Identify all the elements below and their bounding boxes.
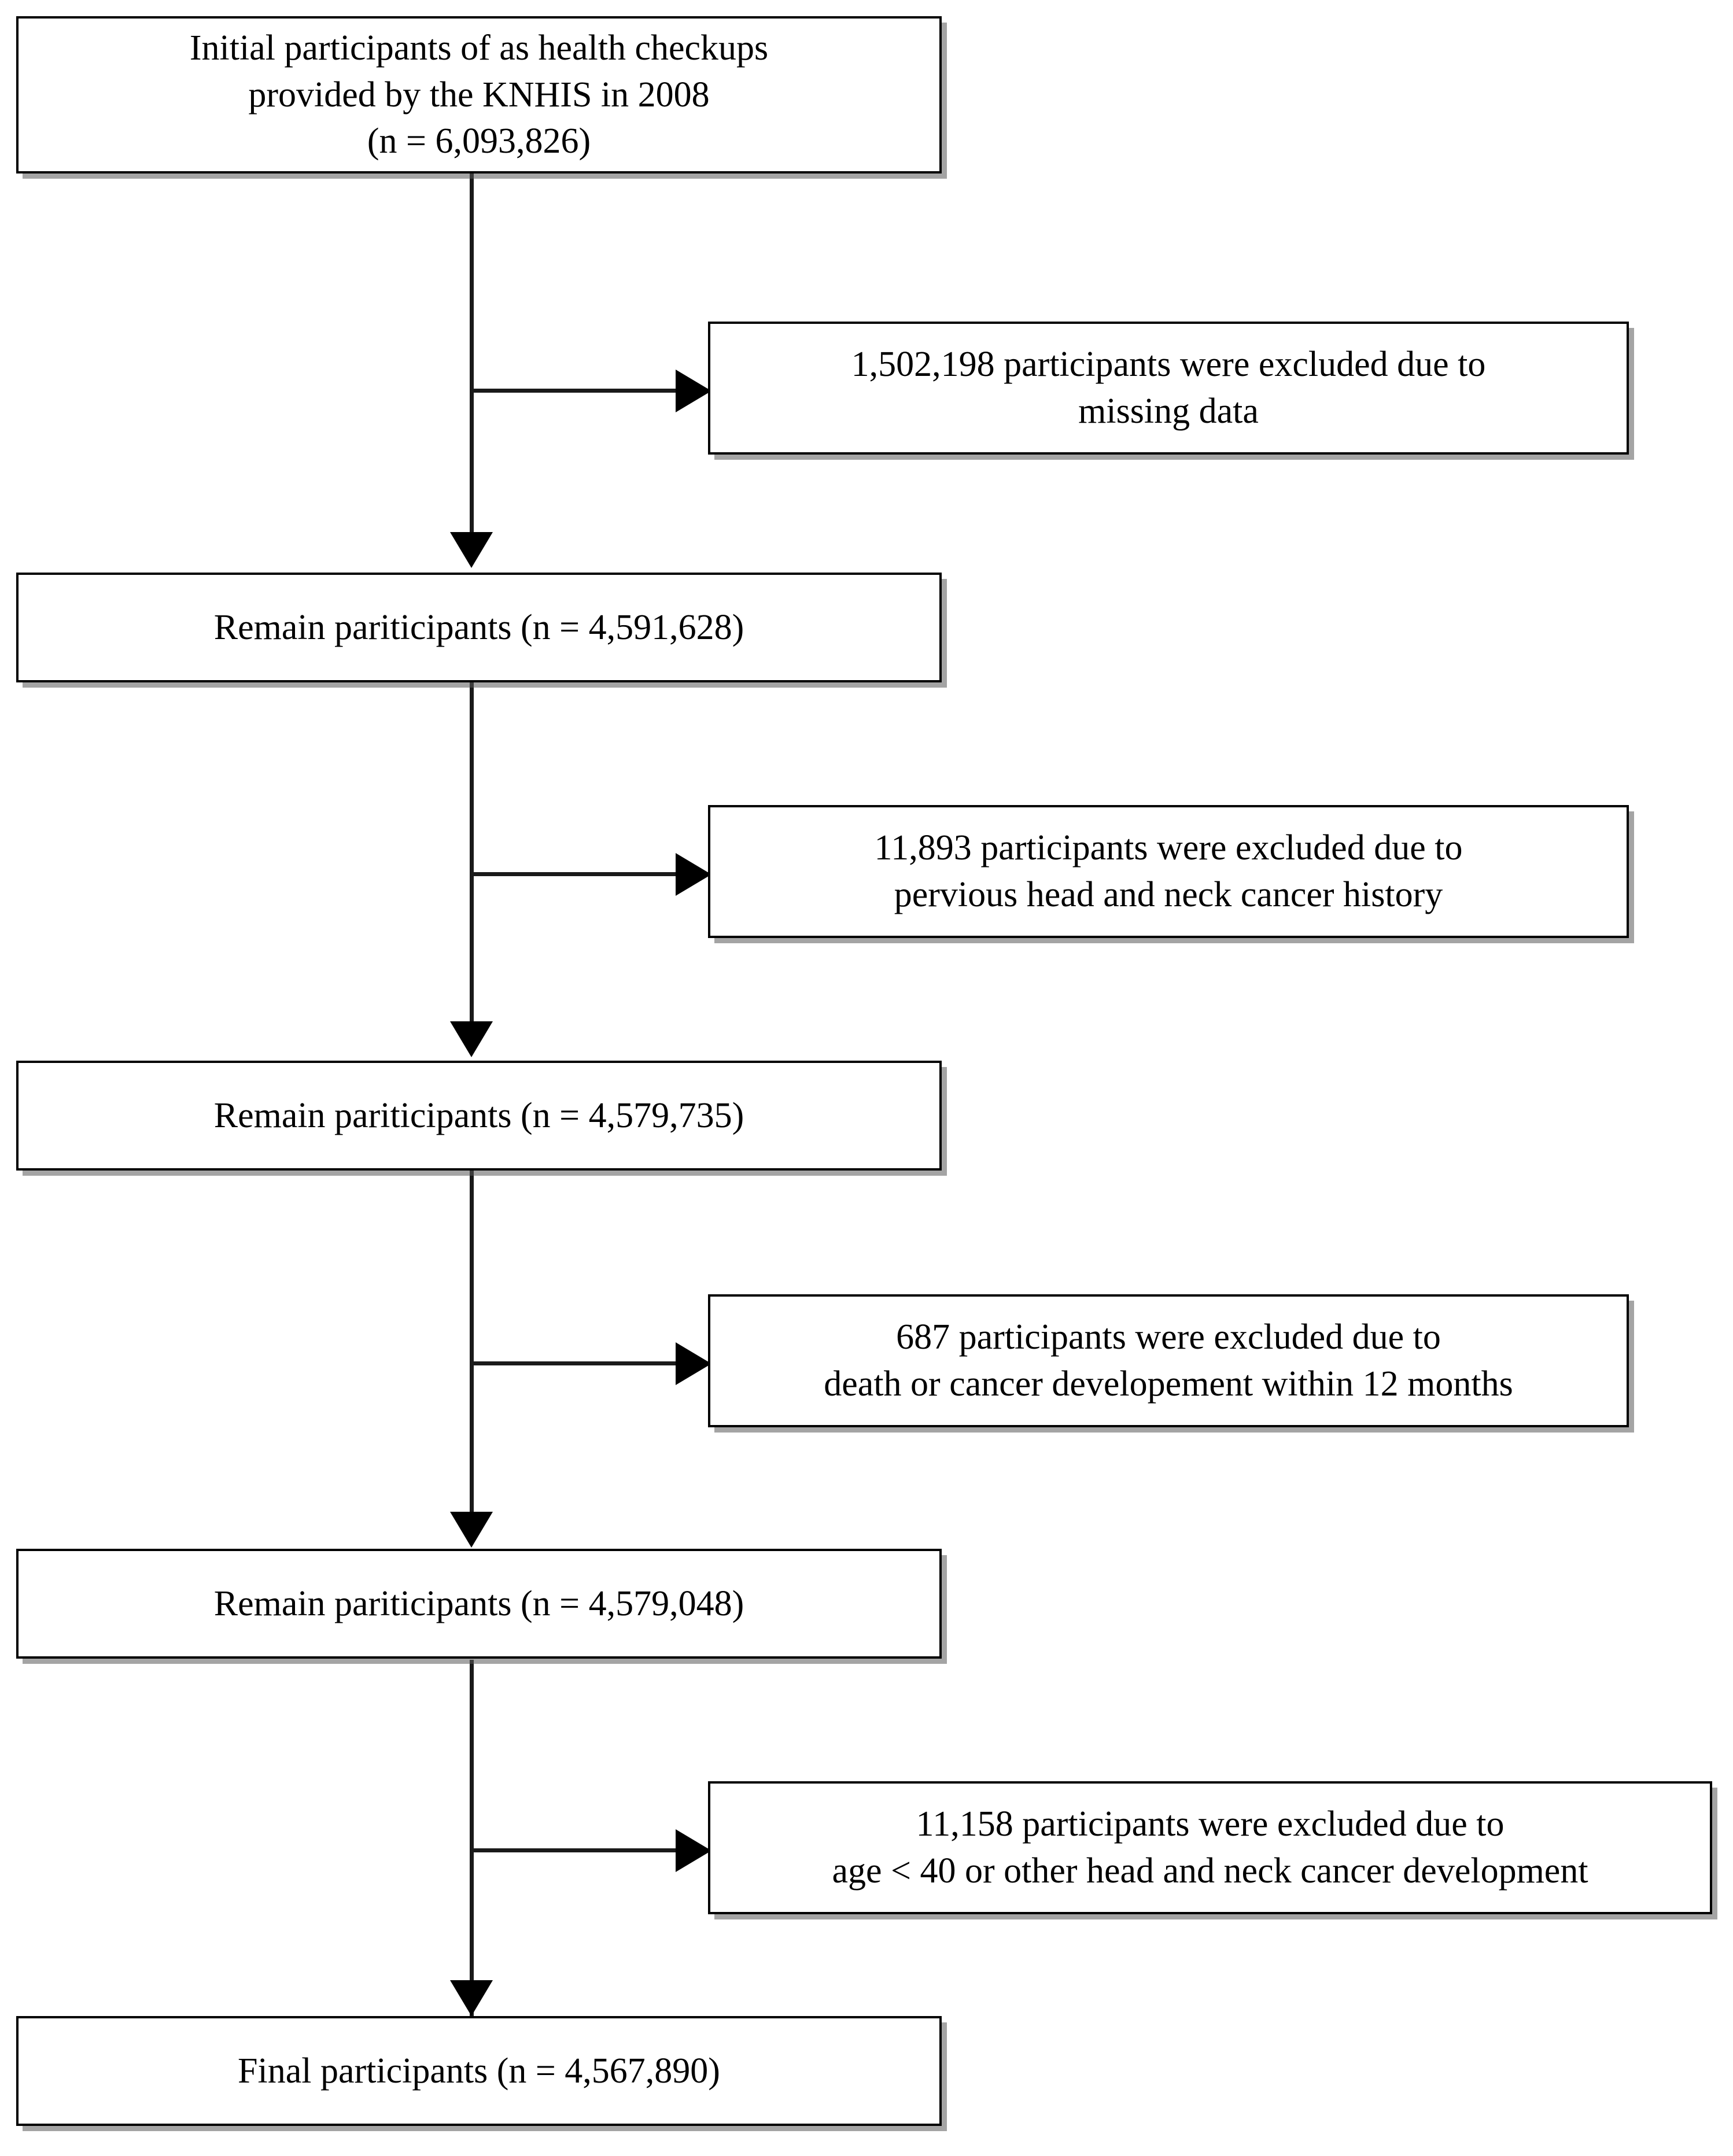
node-exclusion-2: 11,893 participants were excluded due to… <box>708 805 1629 938</box>
arrowhead-right-to-exclusion-4 <box>676 1829 711 1872</box>
connector-line-remain1-to-remain2 <box>470 681 474 1036</box>
node-remain-participants-3-label: Remain pariticipants (n = 4,579,048) <box>213 1583 744 1623</box>
arrowhead-down-to-final <box>450 1980 493 2016</box>
node-final-participants-label: Final participants (n = 4,567,890) <box>238 2051 720 2091</box>
node-exclusion-4: 11,158 participants were excluded due to… <box>708 1781 1712 1914</box>
node-exclusion-3: 687 participants were excluded due to de… <box>708 1294 1629 1427</box>
arrowhead-down-to-remain1 <box>450 532 493 568</box>
connector-line-branch-1 <box>470 389 711 393</box>
arrowhead-down-to-remain3 <box>450 1512 493 1548</box>
connector-line-branch-2 <box>470 872 711 876</box>
node-initial-participants-label: Initial participants of as health checku… <box>189 28 769 161</box>
node-exclusion-1: 1,502,198 participants were excluded due… <box>708 322 1629 455</box>
node-remain-participants-3: Remain pariticipants (n = 4,579,048) <box>16 1549 942 1659</box>
node-remain-participants-1-label: Remain pariticipants (n = 4,591,628) <box>213 607 744 647</box>
node-exclusion-4-label: 11,158 participants were excluded due to… <box>832 1804 1588 1891</box>
node-remain-participants-1: Remain pariticipants (n = 4,591,628) <box>16 573 942 682</box>
node-exclusion-1-label: 1,502,198 participants were excluded due… <box>851 345 1486 431</box>
arrowhead-right-to-exclusion-3 <box>676 1342 711 1385</box>
connector-line-branch-4 <box>470 1848 711 1852</box>
connector-line-remain3-to-final <box>470 1660 474 2022</box>
arrowhead-right-to-exclusion-1 <box>676 370 711 412</box>
node-remain-participants-2-label: Remain pariticipants (n = 4,579,735) <box>213 1095 744 1135</box>
connector-line-initial-to-remain1 <box>470 173 474 540</box>
node-exclusion-3-label: 687 participants were excluded due to de… <box>824 1317 1513 1404</box>
node-exclusion-2-label: 11,893 participants were excluded due to… <box>874 828 1463 914</box>
node-final-participants: Final participants (n = 4,567,890) <box>16 2016 942 2126</box>
arrowhead-right-to-exclusion-2 <box>676 853 711 896</box>
node-initial-participants: Initial participants of as health checku… <box>16 16 942 173</box>
connector-line-branch-3 <box>470 1361 711 1365</box>
node-remain-participants-2: Remain pariticipants (n = 4,579,735) <box>16 1061 942 1171</box>
arrowhead-down-to-remain2 <box>450 1021 493 1057</box>
connector-line-remain2-to-remain3 <box>470 1169 474 1528</box>
